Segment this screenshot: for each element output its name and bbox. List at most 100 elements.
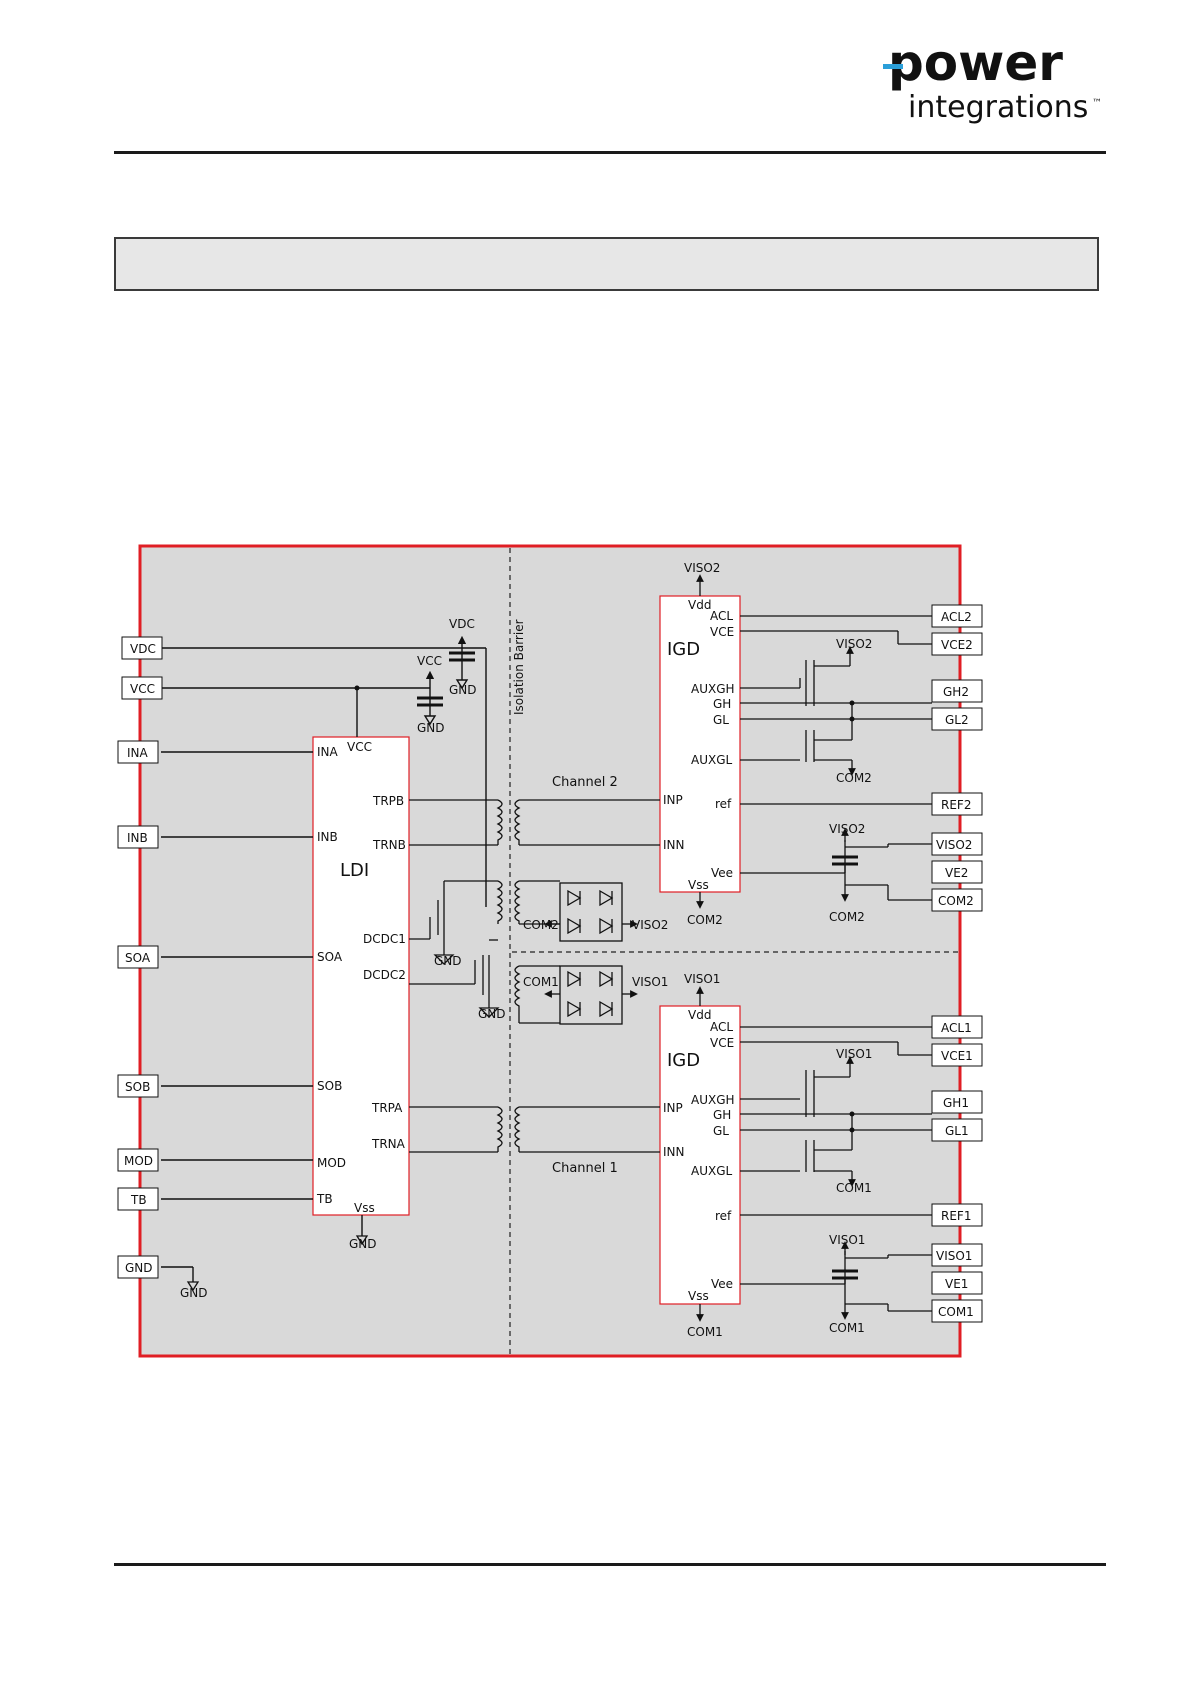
decoupling-caps [417, 635, 475, 726]
igd-top-pin-auxgh: AUXGH [691, 682, 735, 696]
right-pin-com1: COM1 [931, 1299, 983, 1323]
svg-text:GH1: GH1 [943, 1096, 969, 1110]
igd-top-pin-inp: INP [663, 793, 683, 807]
svg-text:GH2: GH2 [943, 685, 969, 699]
igd-top-pin-auxgl: AUXGL [691, 753, 733, 767]
right-pin-gh2: GH2 [931, 679, 983, 703]
gnd-label-left-pin: GND [180, 1286, 208, 1300]
logo-word-power: power [888, 38, 1063, 92]
svg-text:VDC: VDC [130, 642, 156, 656]
right-pin-gl2: GL2 [931, 707, 983, 731]
svg-text:ACL2: ACL2 [941, 610, 972, 624]
vcc-cap-label: VCC [417, 654, 442, 668]
igd-bottom-pin-vdd: Vdd [688, 1008, 711, 1022]
footer-rule [114, 1563, 1106, 1566]
svg-text:COM1: COM1 [938, 1305, 974, 1319]
igd-bottom-label: IGD [667, 1050, 700, 1071]
ldi-pin-mod: MOD [317, 1156, 346, 1170]
left-wires [161, 647, 487, 1282]
left-pin-ina: INA [117, 740, 159, 764]
igd-top-pin-vce: VCE [710, 625, 734, 639]
ldi-label: LDI [340, 860, 369, 881]
left-pin-vcc: VCC [121, 676, 163, 700]
igd-top-pin-gh: GH [713, 697, 731, 711]
igd-bottom-pin-vce: VCE [710, 1036, 734, 1050]
svg-text:VISO1: VISO1 [936, 1249, 972, 1263]
right-pin-vce2: VCE2 [931, 632, 983, 656]
igd-top-pin-acl: ACL [710, 609, 733, 623]
ldi-pin-trnb: TRNB [372, 838, 406, 852]
left-pin-inb: INB [117, 825, 159, 849]
ground-symbols-left [186, 1235, 369, 1292]
left-pin-mod: MOD [117, 1148, 159, 1172]
svg-text:GND: GND [125, 1261, 153, 1275]
ldi-pin-ina: INA [317, 745, 339, 759]
igd-bottom-pin-gl: GL [713, 1124, 729, 1138]
viso1-mosfet-label: VISO1 [836, 1047, 872, 1061]
com1-mosfet-label: COM1 [836, 1181, 872, 1195]
svg-text:ACL1: ACL1 [941, 1021, 972, 1035]
igd-bottom-pin-vss: Vss [688, 1289, 709, 1303]
ldi-pin-vcc: VCC [347, 740, 372, 754]
right-wires-bottom [740, 1026, 932, 1320]
left-pin-tb: TB [117, 1187, 159, 1211]
gl2-junction-dot [849, 716, 855, 722]
igd-bottom-pin-gh: GH [713, 1108, 731, 1122]
svg-text:VCC: VCC [130, 682, 155, 696]
bridge2-viso-label: VISO2 [632, 918, 668, 932]
right-pin-com2: COM2 [931, 888, 983, 912]
vdc-cap-gnd-label: GND [449, 683, 477, 697]
svg-text:GL2: GL2 [945, 713, 969, 727]
ldi-pin-vss: Vss [354, 1201, 375, 1215]
svg-text:VCE1: VCE1 [941, 1049, 973, 1063]
left-pin-sob: SOB [117, 1074, 159, 1098]
gh1-junction-dot [849, 1111, 855, 1117]
ldi-pin-trna: TRNA [371, 1137, 406, 1151]
vcc-cap-gnd-label: GND [417, 721, 445, 735]
svg-text:REF2: REF2 [941, 798, 971, 812]
logo-trademark: ™ [1092, 98, 1102, 109]
isolation-barrier-label: Isolation Barrier [512, 619, 526, 715]
viso2-cap-label: VISO2 [829, 822, 865, 836]
dcdc-power-stage [409, 880, 560, 1024]
igd-top-pin-vss: Vss [688, 878, 709, 892]
header-rule [114, 151, 1106, 154]
rectifier-bridges [544, 882, 638, 1025]
svg-text:VCE2: VCE2 [941, 638, 973, 652]
igd-bottom-box [659, 1005, 741, 1305]
igd-top-box [659, 595, 741, 893]
vcc-junction-dot [354, 685, 360, 691]
viso1-cap-label: VISO1 [829, 1233, 865, 1247]
ldi-pin-sob: SOB [317, 1079, 342, 1093]
svg-text:SOB: SOB [125, 1080, 150, 1094]
svg-text:VISO2: VISO2 [936, 838, 972, 852]
logo-graphic: power integrations ™ [883, 34, 1102, 125]
channel1-label: Channel 1 [552, 1161, 618, 1176]
igd-bottom-vss-rail: COM1 [687, 1325, 723, 1339]
svg-text:VE2: VE2 [945, 866, 968, 880]
right-pin-gh1: GH1 [931, 1090, 983, 1114]
left-pin-gnd: GND [117, 1255, 159, 1279]
right-pin-gl1: GL1 [931, 1118, 983, 1142]
svg-text:VE1: VE1 [945, 1277, 968, 1291]
bridge1-viso-label: VISO1 [632, 975, 668, 989]
igd-top-vss-rail: COM2 [687, 913, 723, 927]
ldi-box [312, 736, 410, 1216]
power-integrations-logo: power integrations ™ [880, 34, 1110, 133]
ldi-pin-trpb: TRPB [372, 794, 404, 808]
ldi-pin-tb: TB [316, 1192, 333, 1206]
gnd-label-ldi-vss: GND [349, 1237, 377, 1251]
igd-top-label: IGD [667, 639, 700, 660]
section-heading-box [114, 237, 1099, 291]
gh2-junction-dot [849, 700, 855, 706]
right-pin-viso2: VISO2 [931, 832, 983, 856]
igd-bottom-vdd-rail: VISO1 [684, 972, 720, 986]
right-pin-acl1: ACL1 [931, 1015, 983, 1039]
com2-cap-label: COM2 [829, 910, 865, 924]
igd-top-pin-inn: INN [663, 838, 685, 852]
ldi-pin-soa: SOA [317, 950, 343, 964]
viso2-mosfet-label: VISO2 [836, 637, 872, 651]
channel2-label: Channel 2 [552, 775, 618, 790]
bridge1-com-label: COM1 [523, 975, 559, 989]
